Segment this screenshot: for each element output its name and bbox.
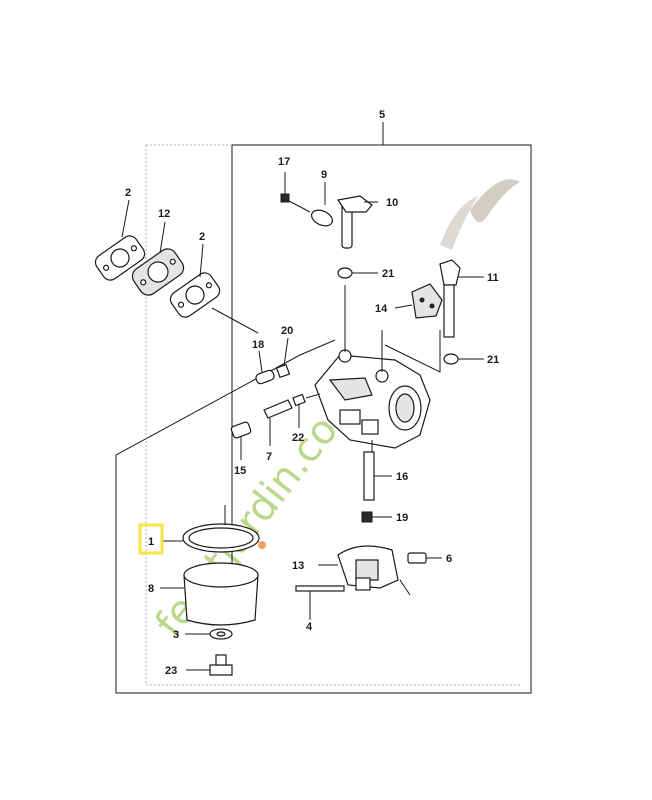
callout-13: 13: [292, 560, 304, 572]
carburetor-body: [314, 285, 441, 452]
gasket-set: [94, 199, 259, 334]
choke-assembly: [280, 172, 378, 279]
callout-23: 23: [165, 665, 177, 677]
callout-4: 4: [306, 621, 313, 633]
callout-7: 7: [266, 451, 272, 463]
callout-2-left: 2: [125, 187, 131, 199]
callout-12: 12: [158, 208, 170, 220]
callout-labels: 1 2 12 2 3 4 5 6 7 8 9 10 11 13 14 15 16…: [125, 109, 499, 677]
float-assembly: [295, 545, 442, 620]
emulsion-tube: [361, 451, 392, 523]
callout-21-bottom: 21: [487, 354, 499, 366]
float-bowl-assembly: [160, 505, 260, 676]
callout-18: 18: [252, 339, 264, 351]
callout-21-top: 21: [382, 268, 394, 280]
callout-6: 6: [446, 553, 452, 565]
callout-10: 10: [386, 197, 398, 209]
callout-1: 1: [148, 536, 154, 548]
callout-5: 5: [379, 109, 385, 121]
callout-15: 15: [234, 465, 246, 477]
callout-2-right: 2: [199, 231, 205, 243]
callout-11: 11: [487, 272, 499, 284]
callout-20: 20: [281, 325, 293, 337]
callout-3: 3: [173, 629, 179, 641]
callout-16: 16: [396, 471, 408, 483]
jets-and-screws: [230, 337, 321, 460]
watermark-dot: [258, 541, 266, 549]
callout-8: 8: [148, 583, 154, 595]
callout-9: 9: [321, 169, 327, 181]
watermark-logo: [440, 179, 520, 250]
highlight-box: [138, 523, 164, 555]
callout-22: 22: [292, 432, 304, 444]
callout-19: 19: [396, 512, 408, 524]
throttle-shaft-assembly: [394, 259, 484, 365]
callout-14: 14: [375, 303, 388, 315]
callout-17: 17: [278, 156, 290, 168]
